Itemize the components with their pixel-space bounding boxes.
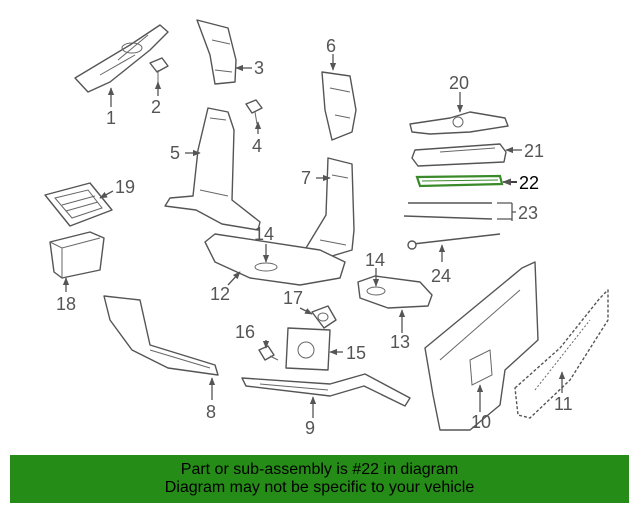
callout-10: 10 bbox=[471, 412, 491, 432]
part-10-quarter-trim-panel[interactable] bbox=[424, 261, 539, 431]
part-19-storage-lid[interactable] bbox=[44, 182, 113, 227]
callout-1: 1 bbox=[106, 108, 116, 128]
callout-12: 12 bbox=[210, 284, 230, 304]
callout-5: 5 bbox=[170, 143, 180, 163]
part-1-a-pillar-trim[interactable] bbox=[74, 24, 169, 93]
part-3-b-pillar-upper-trim[interactable] bbox=[196, 19, 237, 85]
callout-3: 3 bbox=[254, 58, 264, 78]
banner-line-1: Part or sub-assembly is #22 in diagram bbox=[180, 461, 459, 478]
callout-20: 20 bbox=[449, 73, 469, 93]
info-banner: Part or sub-assembly is #22 in diagram D… bbox=[10, 455, 629, 503]
callout-19: 19 bbox=[115, 177, 135, 197]
part-5-b-pillar-lower-trim[interactable] bbox=[164, 107, 261, 231]
callout-21: 21 bbox=[524, 141, 544, 161]
callout-6: 6 bbox=[326, 36, 336, 56]
callout-13: 13 bbox=[390, 332, 410, 352]
callout-23: 23 bbox=[518, 203, 538, 223]
callout-11: 11 bbox=[554, 394, 573, 414]
callout-8: 8 bbox=[206, 402, 216, 422]
callout-14a: 14 bbox=[254, 224, 274, 244]
callout-24: 24 bbox=[431, 266, 451, 286]
part-4-screw[interactable] bbox=[245, 99, 263, 125]
callout-16: 16 bbox=[235, 322, 255, 342]
part-9-scuff-plate[interactable] bbox=[241, 373, 411, 407]
callout-4: 4 bbox=[252, 136, 262, 156]
part-23-jack-handle-rods[interactable] bbox=[403, 202, 493, 220]
part-7-c-pillar-lower-trim[interactable] bbox=[305, 157, 355, 257]
part-13-side-panel[interactable] bbox=[357, 275, 433, 309]
parts-diagram: 1 2 3 4 5 6 7 8 bbox=[44, 19, 609, 438]
callout-9: 9 bbox=[305, 418, 315, 438]
part-18-storage-bin[interactable] bbox=[49, 231, 105, 279]
part-22-highlighted-strip[interactable] bbox=[415, 174, 504, 188]
callout-17: 17 bbox=[283, 288, 303, 308]
callout-7: 7 bbox=[301, 168, 311, 188]
part-6-c-pillar-upper-trim[interactable] bbox=[321, 71, 357, 141]
callout-22: 22 bbox=[519, 173, 539, 193]
part-16-screw[interactable] bbox=[258, 345, 279, 361]
part-11-insulator[interactable] bbox=[514, 289, 609, 419]
part-21-jack-holder[interactable] bbox=[411, 143, 507, 167]
part-2-screw[interactable] bbox=[149, 57, 169, 84]
part-17-bracket[interactable] bbox=[311, 305, 337, 329]
part-8-sill-plate[interactable] bbox=[103, 295, 219, 376]
callout-14b: 14 bbox=[365, 250, 385, 270]
part-24-wrench[interactable] bbox=[407, 233, 501, 250]
banner-line-2: Diagram may not be specific to your vehi… bbox=[164, 479, 475, 496]
part-20-jack[interactable] bbox=[409, 111, 509, 135]
part-15-bezel[interactable] bbox=[285, 327, 331, 371]
callout-2: 2 bbox=[151, 97, 161, 117]
callout-18: 18 bbox=[56, 294, 76, 314]
callout-15: 15 bbox=[346, 343, 366, 363]
